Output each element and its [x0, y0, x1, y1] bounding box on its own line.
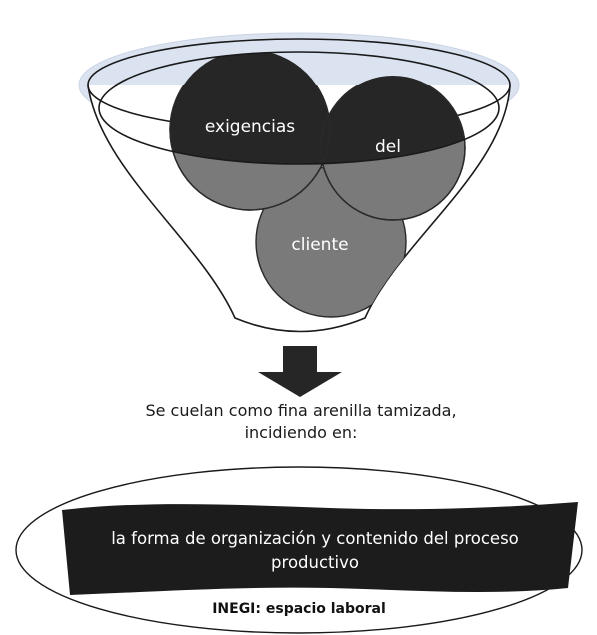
process-band [62, 502, 578, 595]
caption-line-2: incidiendo en: [245, 423, 358, 442]
band-line-2: productivo [271, 553, 359, 572]
circle-outlines [169, 85, 466, 221]
label-exigencias: exigencias [205, 117, 295, 137]
caption-line-1: Se cuelan como fina arenilla tamizada, [145, 401, 456, 420]
band-line-1: la forma de organización y contenido del… [111, 529, 519, 548]
label-del: del [375, 137, 401, 157]
funnel-inner-ring [98, 51, 500, 165]
label-cliente: cliente [291, 235, 348, 255]
footer-label: INEGI: espacio laboral [212, 601, 386, 617]
down-arrow-icon [258, 346, 342, 397]
circles-dark-region [170, 52, 465, 164]
